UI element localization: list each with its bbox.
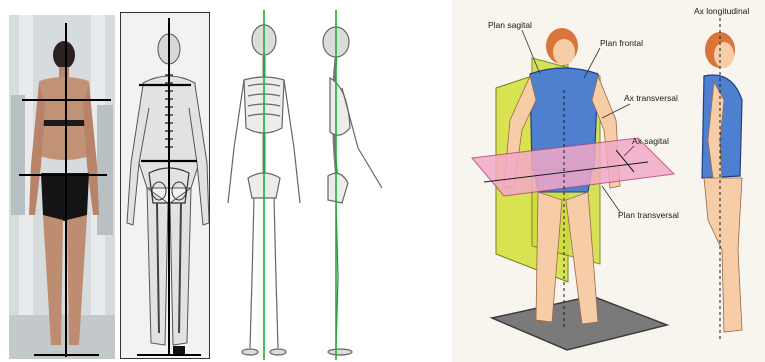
skeleton-views-panel	[218, 8, 393, 362]
skeleton-views	[218, 8, 393, 362]
label-ax-sagital: Ax sagital	[632, 136, 669, 146]
label-plan-frontal: Plan frontal	[600, 38, 643, 48]
label-ax-transversal: Ax transversal	[624, 93, 678, 103]
side-skeleton	[323, 27, 382, 355]
anatomical-planes-illustration: Plan sagital Plan frontal Ax transversal…	[452, 0, 765, 362]
posterior-skeleton-panel	[120, 12, 210, 359]
posterior-skeleton-drawing	[121, 13, 209, 358]
posture-photo	[9, 15, 115, 359]
anatomical-planes-panel: Plan sagital Plan frontal Ax transversal…	[452, 0, 765, 362]
label-ax-longitudinal: Ax longitudinal	[694, 6, 749, 16]
label-plan-sagital: Plan sagital	[488, 20, 532, 30]
posture-photo-panel	[9, 15, 115, 359]
label-plan-transversal: Plan transversal	[618, 210, 679, 220]
